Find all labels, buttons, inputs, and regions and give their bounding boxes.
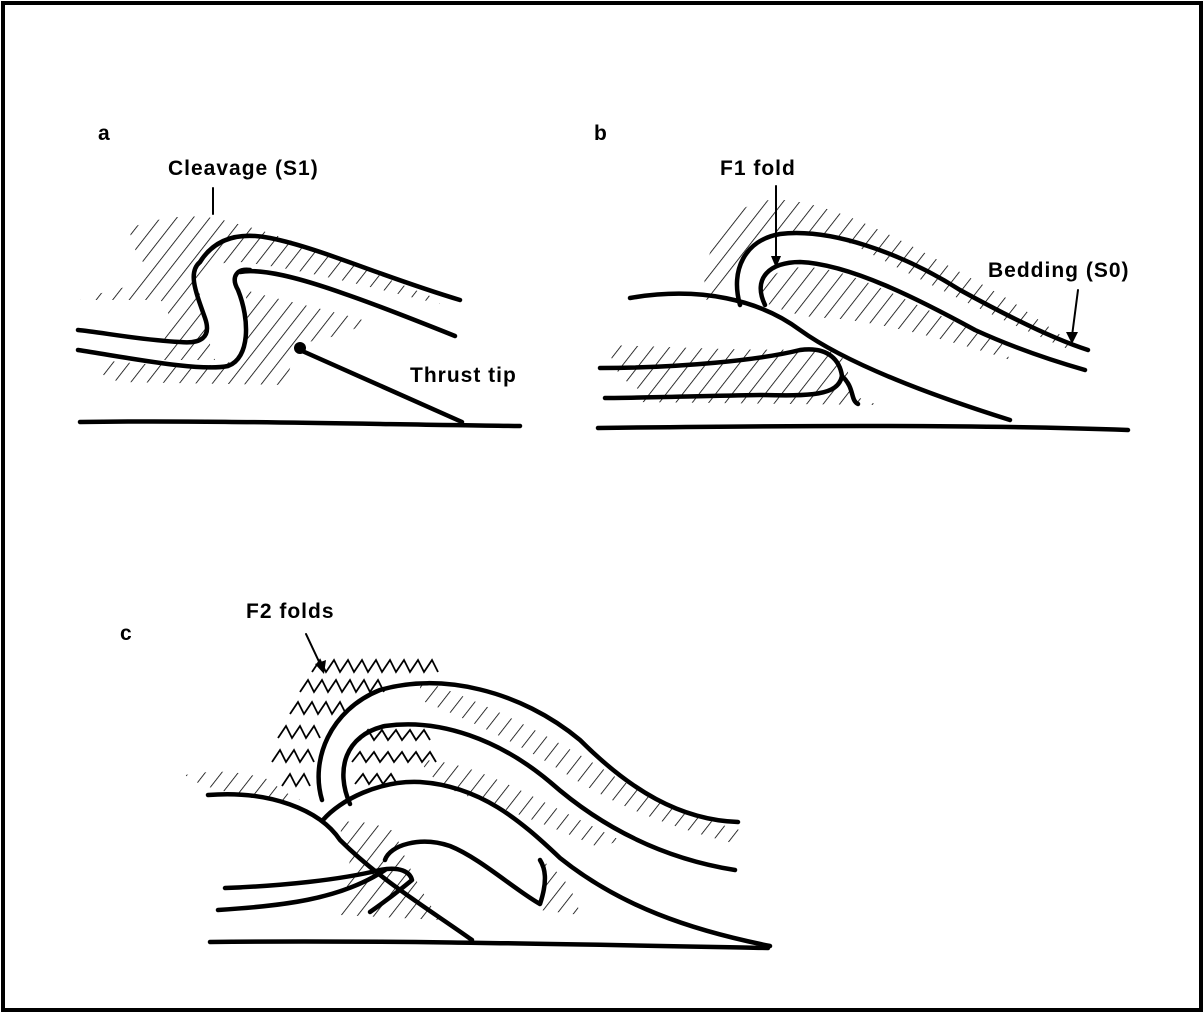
panel-c-basal-line — [210, 941, 768, 948]
f2-crenulation-1 — [312, 660, 438, 672]
figure-border — [3, 3, 1201, 1010]
f1-fold-label: F1 fold — [720, 157, 796, 180]
f2-crenulation-5 — [272, 750, 314, 762]
panel-a: a Cleavage (S1) Thrust tip — [78, 122, 520, 426]
f2-crenulation-4 — [278, 726, 320, 738]
cleavage-s1-label: Cleavage (S1) — [168, 157, 319, 180]
panel-b: b F1 fold Bedding (S0) — [594, 122, 1130, 430]
panel-a-letter: a — [98, 122, 111, 145]
bedding-s0-pointer — [1072, 290, 1078, 336]
f2-crenulation-2 — [300, 680, 384, 692]
f2-crenulation-3 — [290, 702, 346, 714]
panel-c-letter: c — [120, 622, 133, 645]
panel-c: c F2 folds — [120, 600, 770, 948]
f2-crenulation-6 — [282, 774, 310, 786]
panel-b-basal-line — [598, 426, 1128, 430]
thrust-tip-label: Thrust tip — [410, 364, 517, 387]
panel-a-basal-line — [80, 421, 520, 426]
panel-b-letter: b — [594, 122, 608, 145]
bedding-s0-label: Bedding (S0) — [988, 259, 1130, 282]
f2-folds-label: F2 folds — [246, 600, 335, 623]
